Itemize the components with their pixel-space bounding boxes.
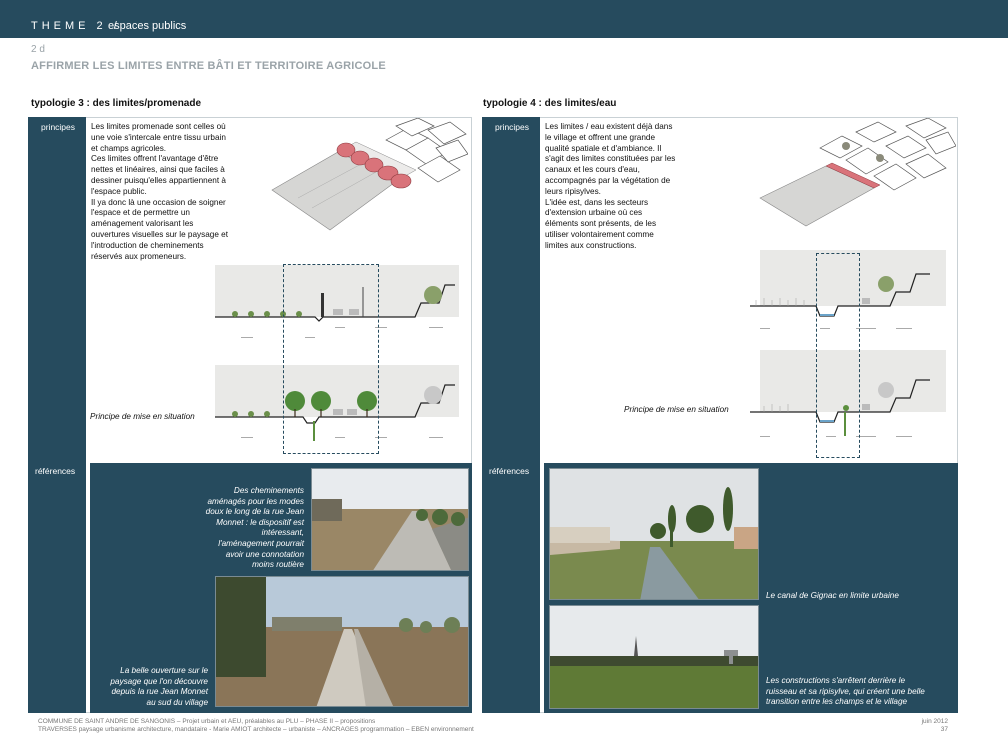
left-section-existing <box>215 265 471 347</box>
footer-page-number: 37 <box>940 726 948 733</box>
left-references-label: références <box>35 466 76 476</box>
left-side-band <box>28 117 86 713</box>
right-side-band <box>482 117 540 713</box>
right-frame-right <box>957 117 958 713</box>
left-frame-right <box>471 117 472 713</box>
right-principes-label: principes <box>495 122 530 132</box>
right-reference-photo-1 <box>549 468 759 600</box>
header-bar: THEME 2 / espaces publics <box>0 0 1008 38</box>
right-reference-caption-2: Les constructions s'arrêtent derrière le… <box>766 676 925 707</box>
right-reference-photo-2 <box>549 605 759 709</box>
section-title: AFFIRMER LES LIMITES ENTRE BÂTI ET TERRI… <box>31 60 386 72</box>
footer-page-info: juin 2012 37 <box>880 718 948 734</box>
right-references-label: références <box>489 466 530 476</box>
left-reference-photo-2 <box>215 576 469 707</box>
right-axonometric-illustration <box>756 118 956 230</box>
left-section-proposed <box>215 365 471 445</box>
left-reference-photo-1 <box>311 468 469 571</box>
left-principes-label: principes <box>41 122 76 132</box>
right-section-existing <box>750 250 950 340</box>
right-section-proposed <box>750 350 950 450</box>
right-frame-top <box>482 117 958 118</box>
left-frame-top <box>28 117 472 118</box>
left-mise-en-situation: Principe de mise en situation <box>90 412 195 421</box>
theme-label: THEME 2 / <box>31 20 121 32</box>
left-column-title: typologie 3 : des limites/promenade <box>31 98 202 109</box>
right-mise-en-situation: Principe de mise en situation <box>624 405 729 414</box>
theme-subtitle: espaces publics <box>108 20 187 32</box>
right-highlight-box <box>816 253 860 458</box>
right-reference-caption-1: Le canal de Gignac en limite urbaine <box>766 591 899 600</box>
footer-credits: COMMUNE DE SAINT ANDRE DE SANGONIS – Pro… <box>38 718 474 733</box>
right-column-title: typologie 4 : des limites/eau <box>483 98 617 109</box>
section-number: 2 d <box>31 44 45 55</box>
footer-date: juin 2012 <box>921 718 948 725</box>
left-axonometric-illustration <box>268 118 468 238</box>
left-highlight-box <box>283 264 379 454</box>
